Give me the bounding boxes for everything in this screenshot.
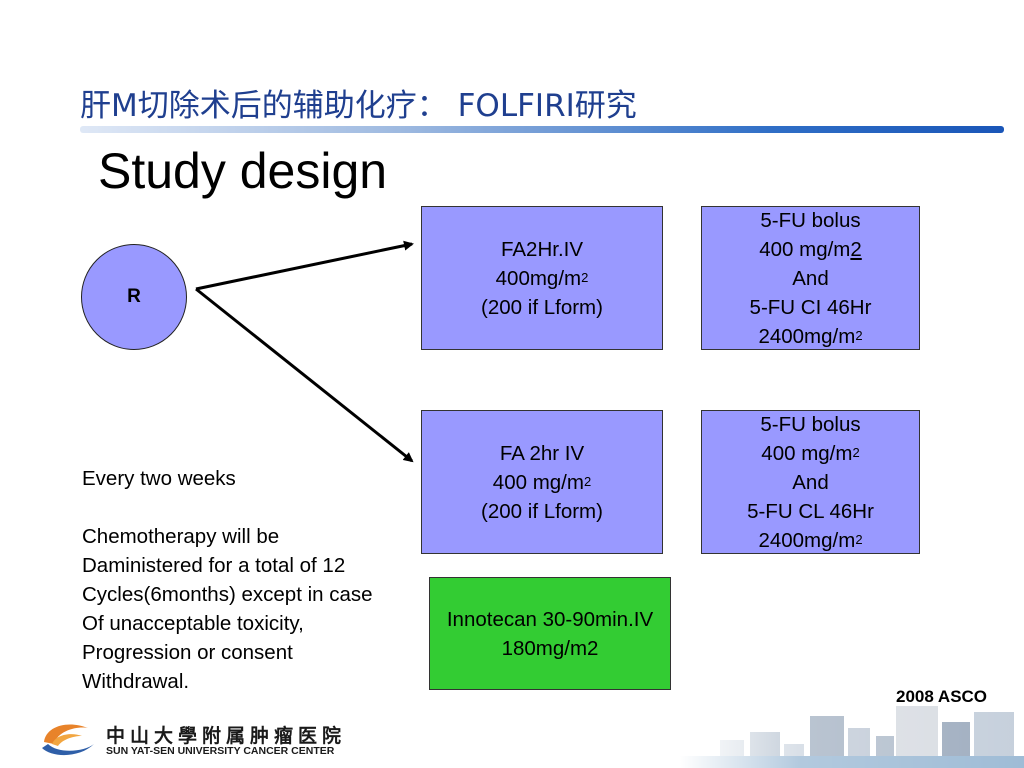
arm2-fa-line1: FA 2hr IV [499,441,585,465]
arm2-5fu-box: 5-FU bolus 400 mg/m2 And 5-FU CL 46Hr 24… [701,410,920,554]
title-underline [80,126,1004,133]
duration-note: Chemotherapy will be Daministered for a … [82,522,373,696]
irinotecan-line2: 180mg/m2 [501,636,599,660]
city-skyline-image [680,702,1024,768]
irinotecan-line1: Innotecan 30-90min.IV [446,607,654,631]
arm1-fa-box: FA2Hr.IV 400mg/m2 (200 if Lform) [421,206,663,350]
arm1-5fu-line3: And [792,266,829,290]
conference-label: 2008 ASCO [896,687,988,706]
study-design-heading: Study design [98,143,388,199]
arrow-to-arm2 [195,287,414,463]
duration-line: Withdrawal. [82,670,190,693]
arm1-5fu-line1: 5-FU bolus [760,208,861,232]
schedule-note: Every two weeks [82,467,236,490]
duration-line: Chemotherapy will be [82,525,280,548]
slide-title: 肝M切除术后的辅助化疗： FOLFIRI研究 [80,88,637,124]
arm1-5fu-box: 5-FU bolus 400 mg/m2 And 5-FU CI 46Hr 24… [701,206,920,350]
arm2-fa-line2: 400 mg/m2 [492,470,592,494]
arm1-fa-line3: (200 if Lform) [481,295,603,319]
arm1-fa-line2: 400mg/m2 [495,266,589,290]
arm2-irinotecan-box: Innotecan 30-90min.IV 180mg/m2 [429,577,671,690]
duration-line: Daministered for a total of 12 [82,554,346,577]
duration-line: Progression or consent [82,641,293,664]
arm1-5fu-line4: 5-FU CI 46Hr [749,295,872,319]
arm2-fa-line3: (200 if Lform) [481,499,603,523]
arrow-to-arm1 [195,240,414,291]
arm2-5fu-line5: 2400mg/m2 [758,528,863,552]
arm2-5fu-line3: And [792,470,829,494]
institution-name-en: SUN YAT-SEN UNIVERSITY CANCER CENTER [106,745,335,757]
arm1-5fu-line2: 400 mg/m2 [759,237,862,261]
institution-name-cn: 中山大學附属肿瘤医院 [106,725,347,747]
arm2-5fu-line4: 5-FU CL 46Hr [747,499,874,523]
arm2-5fu-line2: 400 mg/m2 [761,441,860,465]
arm1-5fu-line5: 2400mg/m2 [758,324,863,348]
duration-line: Cycles(6months) except in case [82,583,373,606]
randomization-node: R [81,244,187,350]
arm1-fa-line1: FA2Hr.IV [500,237,584,261]
university-logo-icon [42,724,94,756]
arm2-fa-box: FA 2hr IV 400 mg/m2 (200 if Lform) [421,410,663,554]
duration-line: Of unacceptable toxicity, [82,612,304,635]
randomization-label: R [127,286,141,307]
arm2-5fu-line1: 5-FU bolus [760,412,861,436]
